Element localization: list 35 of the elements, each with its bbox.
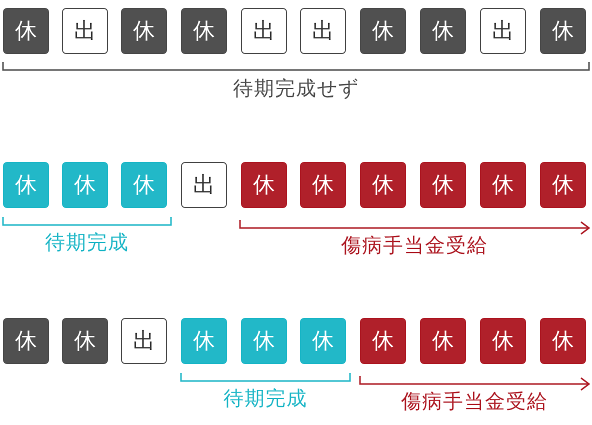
bracket-label: 待期完成 bbox=[224, 385, 308, 412]
dayoff-box: 休 bbox=[241, 162, 287, 208]
bracket-label: 待期完成 bbox=[45, 229, 129, 256]
dayoff-box: 休 bbox=[121, 162, 167, 208]
dayoff-box: 休 bbox=[3, 8, 49, 54]
arrow-label: 傷病手当金受給 bbox=[341, 232, 488, 259]
dayoff-box: 休 bbox=[300, 162, 346, 208]
bracket-label: 待期完成せず bbox=[233, 75, 359, 102]
workday-box: 出 bbox=[300, 8, 346, 54]
dayoff-box: 休 bbox=[540, 318, 586, 364]
workday-box: 出 bbox=[480, 8, 526, 54]
dayoff-box: 休 bbox=[480, 162, 526, 208]
dayoff-box: 休 bbox=[121, 8, 167, 54]
dayoff-box: 休 bbox=[480, 318, 526, 364]
workday-box: 出 bbox=[121, 318, 167, 364]
dayoff-box: 休 bbox=[181, 8, 227, 54]
dayoff-box: 休 bbox=[540, 8, 586, 54]
dayoff-box: 休 bbox=[420, 8, 466, 54]
dayoff-box: 休 bbox=[540, 162, 586, 208]
workday-box: 出 bbox=[241, 8, 287, 54]
dayoff-box: 休 bbox=[420, 162, 466, 208]
workday-box: 出 bbox=[62, 8, 108, 54]
dayoff-box: 休 bbox=[3, 162, 49, 208]
dayoff-box: 休 bbox=[3, 318, 49, 364]
dayoff-box: 休 bbox=[360, 8, 406, 54]
dayoff-box: 休 bbox=[360, 318, 406, 364]
dayoff-box: 休 bbox=[420, 318, 466, 364]
arrow-label: 傷病手当金受給 bbox=[401, 388, 548, 415]
dayoff-box: 休 bbox=[62, 162, 108, 208]
dayoff-box: 休 bbox=[241, 318, 287, 364]
dayoff-box: 休 bbox=[360, 162, 406, 208]
dayoff-box: 休 bbox=[300, 318, 346, 364]
dayoff-box: 休 bbox=[62, 318, 108, 364]
dayoff-box: 休 bbox=[181, 318, 227, 364]
workday-box: 出 bbox=[181, 162, 227, 208]
